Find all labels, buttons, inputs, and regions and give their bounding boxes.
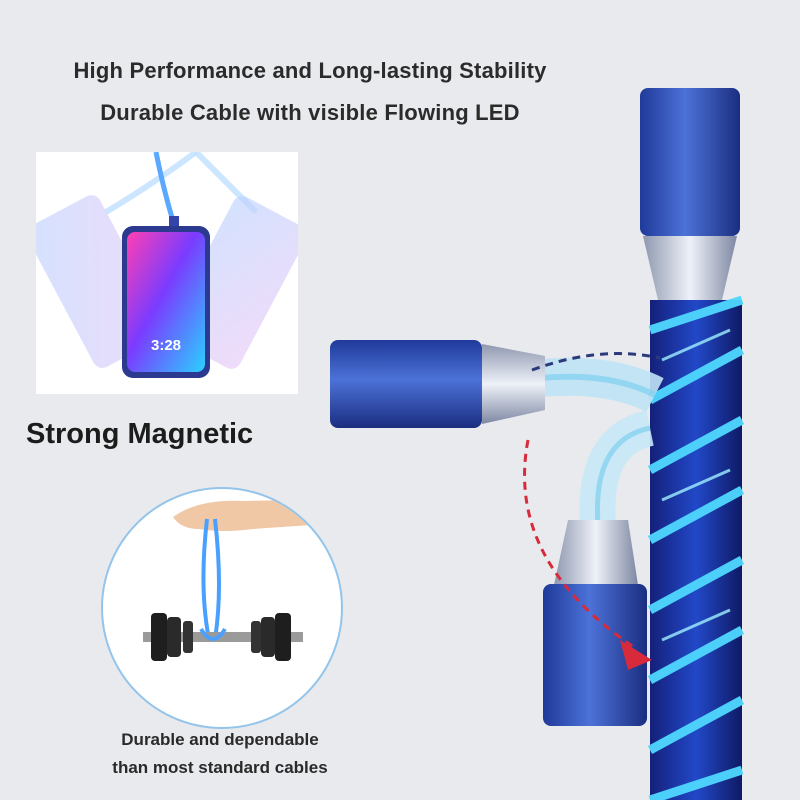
durability-caption-line-2: than most standard cables	[112, 758, 328, 777]
dumbbell-plate-left-3	[183, 621, 193, 653]
main-phone-screen	[127, 232, 205, 372]
dumbbell-circle	[101, 487, 343, 729]
headline-line-2: Durable Cable with visible Flowing LED	[100, 100, 520, 125]
lower-connector-collar	[554, 520, 638, 585]
phone-clock-text: 3:28	[151, 337, 181, 354]
cable-strand-left	[201, 518, 211, 640]
lower-magnetic-connector	[543, 584, 647, 726]
led-cable-main	[650, 300, 742, 800]
dumbbell-plate-right-3	[251, 621, 261, 653]
main-cable-tip	[169, 216, 179, 228]
strong-magnetic-label: Strong Magnetic	[26, 418, 254, 450]
side-magnetic-connector	[330, 340, 482, 428]
dumbbell-plate-left-1	[151, 613, 167, 661]
cable-loop	[199, 627, 227, 641]
dumbbell-bar	[143, 632, 303, 642]
led-cable-artwork	[330, 88, 745, 800]
red-arrowhead-icon	[620, 640, 652, 670]
cable-strand-right	[213, 518, 221, 640]
top-connector-collar	[643, 236, 737, 300]
headline-line-1: High Performance and Long-lasting Stabil…	[73, 58, 547, 83]
durability-caption-line-1: Durable and dependable	[121, 730, 319, 749]
dumbbell-illustration	[143, 499, 341, 661]
led-highlights	[661, 328, 731, 642]
side-connector-collar	[482, 344, 545, 424]
main-cable	[153, 152, 177, 225]
red-dashed-arrow	[523, 439, 636, 650]
phone-illustration: 3:28	[36, 152, 298, 378]
dumbbell-plate-right-1	[275, 613, 291, 661]
ghost-cable-left	[104, 152, 198, 215]
phone-illustration-panel: 3:28	[36, 152, 298, 394]
dumbbell-plate-right-2	[261, 617, 275, 657]
navy-dashed-arrow	[531, 352, 661, 372]
dumbbell-plate-left-2	[167, 617, 181, 657]
led-stripes	[647, 295, 745, 800]
top-magnetic-connector	[640, 88, 740, 236]
